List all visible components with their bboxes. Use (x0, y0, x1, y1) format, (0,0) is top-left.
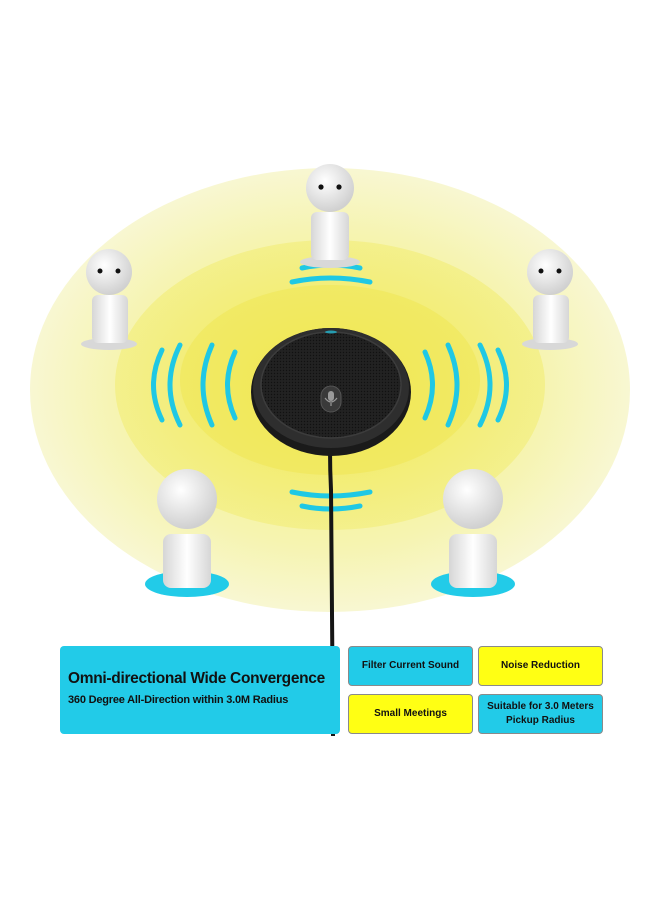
sound-wave-icon (151, 262, 509, 512)
info-title: Omni-directional Wide Convergence (68, 670, 325, 687)
feature-info-panel: Omni-directional Wide Convergence 360 De… (60, 646, 340, 734)
feature-noise-reduction: Noise Reduction (478, 646, 603, 686)
feature-filter-current-sound: Filter Current Sound (348, 646, 473, 686)
person-figure-icon (145, 469, 229, 597)
feature-small-meetings: Small Meetings (348, 694, 473, 734)
person-figure-icon (431, 469, 515, 597)
person-figure-icon (81, 249, 137, 350)
person-figure-icon (522, 249, 578, 350)
microphone-device (251, 328, 411, 456)
feature-pickup-radius: Suitable for 3.0 Meters Pickup Radius (478, 694, 603, 734)
microphone-icon (324, 391, 338, 406)
info-subtitle: 360 Degree All-Direction within 3.0M Rad… (68, 694, 289, 706)
person-figure-icon (300, 164, 360, 268)
